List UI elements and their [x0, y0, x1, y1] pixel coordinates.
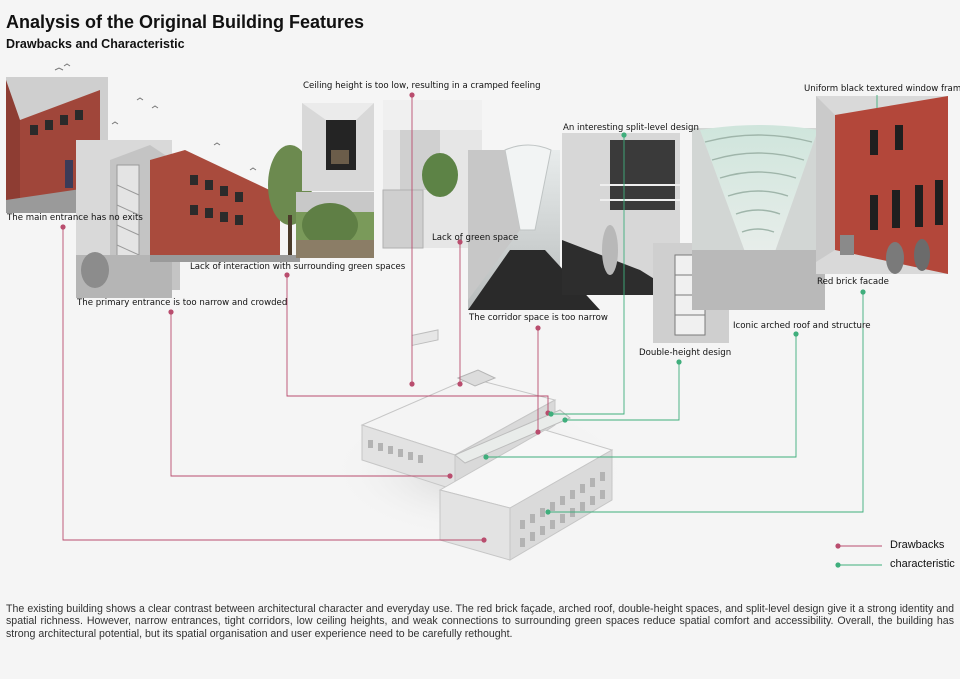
label-low-ceiling: Ceiling height is too low, resulting in … [303, 81, 541, 91]
label-narrow-corridor: The corridor space is too narrow [469, 313, 608, 323]
birds-decoration [54, 63, 257, 171]
label-main-entrance: The main entrance has no exits [7, 213, 143, 223]
photo-arched-roof [692, 125, 825, 310]
label-green-interaction: Lack of interaction with surrounding gre… [190, 262, 406, 272]
legend-drawbacks: Drawbacks [890, 539, 945, 551]
summary-paragraph: The existing building shows a clear cont… [6, 603, 954, 640]
legend-characteristic: characteristic [890, 558, 955, 570]
characteristic-leaders [486, 95, 878, 513]
photo-low-ceiling [302, 103, 374, 191]
label-split-level: An interesting split-level design [563, 123, 699, 133]
page-subtitle: Drawbacks and Characteristic [6, 37, 185, 51]
photo-green-spaces [150, 145, 312, 262]
characteristic-dots [483, 132, 866, 515]
legend-swatches [835, 543, 882, 568]
isometric-building-model [330, 329, 630, 561]
label-primary-entrance: The primary entrance is too narrow and c… [77, 298, 288, 308]
page-title: Analysis of the Original Building Featur… [6, 12, 365, 32]
photo-red-brick [816, 96, 948, 274]
label-arched-roof: Iconic arched roof and structure [733, 321, 871, 331]
photo-collage [6, 63, 948, 568]
label-lack-green: Lack of green space [432, 233, 519, 243]
photo-lack-green [382, 100, 482, 249]
drawback-dots [60, 92, 551, 543]
photo-narrow-corridor [468, 144, 600, 310]
drawback-leaders [62, 95, 549, 541]
label-red-brick: Red brick facade [817, 277, 889, 287]
photo-garden [296, 192, 374, 258]
label-window-frames: Uniform black textured window frames [804, 84, 960, 94]
label-double-height: Double-height design [639, 348, 732, 358]
